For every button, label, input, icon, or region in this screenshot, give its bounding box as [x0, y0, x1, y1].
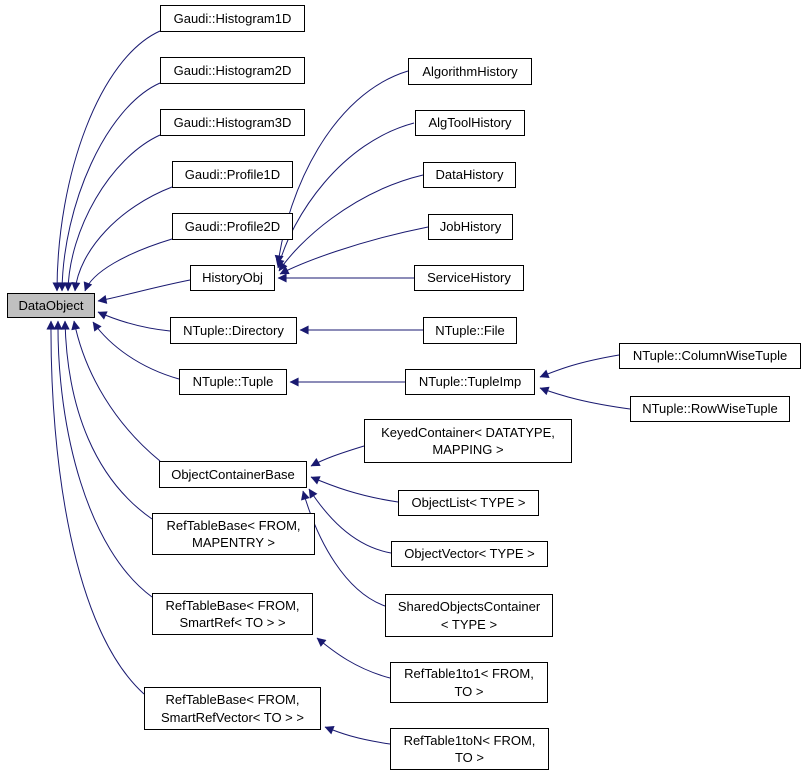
edge-profile2d-dataobject — [83, 238, 173, 292]
edge-historyobj-dataobject — [97, 279, 191, 304]
edge-histogram3d-dataobject — [63, 134, 161, 292]
node-keyedcontainer[interactable]: KeyedContainer< DATATYPE, MAPPING > — [364, 419, 572, 463]
edge-algorithmhistory-historyobj — [274, 70, 409, 265]
node-gaudi-profile2d[interactable]: Gaudi::Profile2D — [172, 213, 293, 240]
node-dataobject[interactable]: DataObject — [7, 293, 95, 318]
node-sharedobjectscontainer[interactable]: SharedObjectsContainer < TYPE > — [385, 594, 553, 637]
edge-reftable-smartref-dataobject — [53, 320, 153, 598]
node-objectlist[interactable]: ObjectList< TYPE > — [398, 490, 539, 516]
edge-reftable-mapentry-dataobject — [60, 320, 153, 520]
node-jobhistory[interactable]: JobHistory — [428, 214, 513, 240]
edge-ntuple-rowwisetuple-ntuple-tupleimp — [539, 386, 631, 410]
node-ntuple-tupleimp[interactable]: NTuple::TupleImp — [405, 369, 535, 395]
node-reftable1to1[interactable]: RefTable1to1< FROM, TO > — [390, 662, 548, 703]
edge-reftable1ton-reftable-smartrefvector — [324, 725, 391, 745]
edge-datahistory-historyobj — [278, 174, 424, 272]
edge-ntuple-tuple-dataobject — [92, 321, 180, 380]
node-servicehistory[interactable]: ServiceHistory — [414, 265, 524, 291]
node-historyobj[interactable]: HistoryObj — [190, 265, 275, 291]
node-gaudi-profile1d[interactable]: Gaudi::Profile1D — [172, 161, 293, 188]
node-reftablebase-smartrefvector[interactable]: RefTableBase< FROM, SmartRefVector< TO >… — [144, 687, 321, 730]
node-ntuple-rowwisetuple[interactable]: NTuple::RowWiseTuple — [630, 396, 790, 422]
edge-ntuple-columnwisetuple-ntuple-tupleimp — [539, 354, 620, 379]
node-algorithmhistory[interactable]: AlgorithmHistory — [408, 58, 532, 85]
node-reftablebase-smartref[interactable]: RefTableBase< FROM, SmartRef< TO > > — [152, 593, 313, 635]
edge-profile1d-dataobject — [71, 186, 173, 292]
edge-sharedobjectscontainer-objectcontainerbase — [301, 490, 386, 607]
node-ntuple-file[interactable]: NTuple::File — [423, 317, 517, 344]
node-reftable1ton[interactable]: RefTable1toN< FROM, TO > — [390, 728, 549, 770]
edge-keyedcontainer-objectcontainerbase — [310, 445, 365, 467]
edge-algtoolhistory-historyobj — [275, 122, 415, 269]
node-objectcontainerbase[interactable]: ObjectContainerBase — [159, 461, 307, 488]
node-ntuple-directory[interactable]: NTuple::Directory — [170, 317, 297, 344]
edge-objectvector-objectcontainerbase — [308, 488, 392, 554]
edge-histogram1d-dataobject — [52, 30, 161, 292]
edge-reftable-smartrefvector-dataobject — [46, 320, 145, 695]
edge-jobhistory-historyobj — [279, 226, 429, 275]
node-gaudi-histogram1d[interactable]: Gaudi::Histogram1D — [160, 5, 305, 32]
node-gaudi-histogram3d[interactable]: Gaudi::Histogram3D — [160, 109, 305, 136]
edge-ntuple-directory-dataobject — [97, 311, 171, 332]
node-gaudi-histogram2d[interactable]: Gaudi::Histogram2D — [160, 57, 305, 84]
node-datahistory[interactable]: DataHistory — [423, 162, 516, 188]
edge-objectlist-objectcontainerbase — [310, 476, 399, 503]
edge-reftable1to1-reftable-smartref — [316, 637, 391, 679]
edge-histogram2d-dataobject — [57, 82, 161, 292]
node-objectvector[interactable]: ObjectVector< TYPE > — [391, 541, 548, 567]
node-ntuple-tuple[interactable]: NTuple::Tuple — [179, 369, 287, 395]
edge-objectcontainerbase-dataobject — [71, 320, 161, 462]
node-reftablebase-mapentry[interactable]: RefTableBase< FROM, MAPENTRY > — [152, 513, 315, 555]
node-ntuple-columnwisetuple[interactable]: NTuple::ColumnWiseTuple — [619, 343, 801, 369]
node-algtoolhistory[interactable]: AlgToolHistory — [415, 110, 525, 136]
